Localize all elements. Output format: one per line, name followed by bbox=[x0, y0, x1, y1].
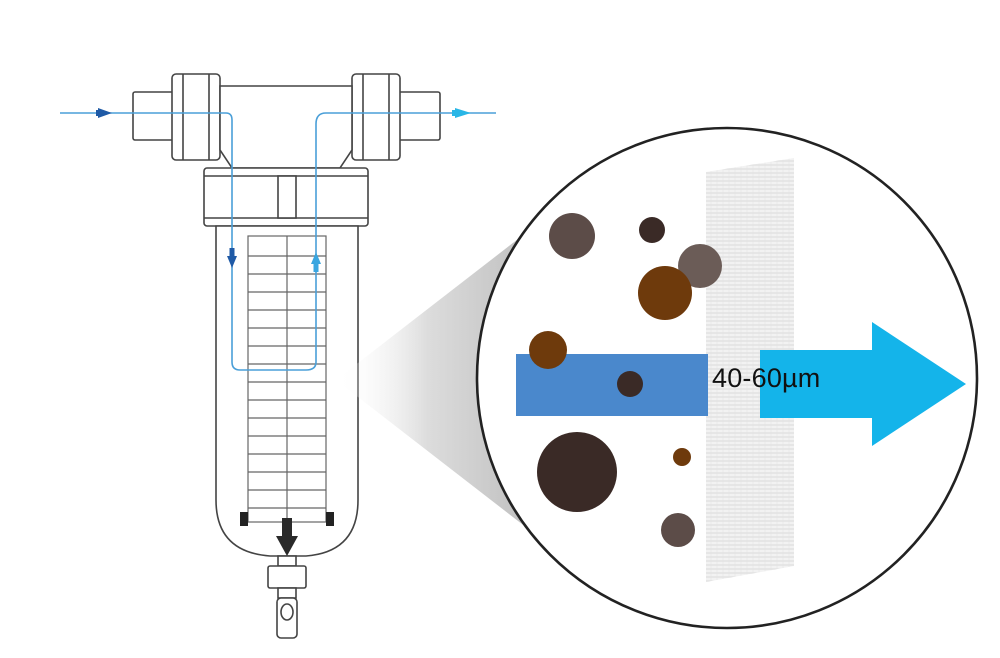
inlet-nut bbox=[171, 73, 221, 161]
bottom-clip-left bbox=[240, 512, 248, 526]
particle bbox=[678, 244, 722, 288]
outlet-arrow bbox=[455, 108, 471, 118]
down-flow-arrow bbox=[227, 256, 237, 268]
particle bbox=[639, 217, 665, 243]
outlet-pipe bbox=[395, 91, 441, 141]
up-flow-arrow bbox=[311, 252, 321, 264]
particle bbox=[661, 513, 695, 547]
particle bbox=[529, 331, 567, 369]
particle bbox=[537, 432, 617, 512]
particle bbox=[673, 448, 691, 466]
particle bbox=[549, 213, 595, 259]
screen-cartridge bbox=[247, 235, 327, 523]
filter-head bbox=[219, 85, 353, 169]
particle bbox=[617, 371, 643, 397]
clean-water-arrow bbox=[760, 322, 966, 446]
flow-path bbox=[60, 112, 496, 371]
magnified-view bbox=[475, 126, 979, 630]
mesh-screen bbox=[706, 158, 794, 582]
inlet-pipe bbox=[132, 91, 178, 141]
outlet-nut bbox=[351, 73, 401, 161]
bottom-clip-right bbox=[326, 512, 334, 526]
drain-arrow bbox=[276, 536, 298, 556]
drain-arrow-stem bbox=[282, 518, 292, 538]
water-flow bbox=[60, 108, 496, 556]
drain-valve bbox=[267, 555, 307, 639]
particle bbox=[638, 266, 692, 320]
mesh-size-label: 40-60µm bbox=[712, 363, 821, 393]
particles bbox=[529, 213, 722, 547]
